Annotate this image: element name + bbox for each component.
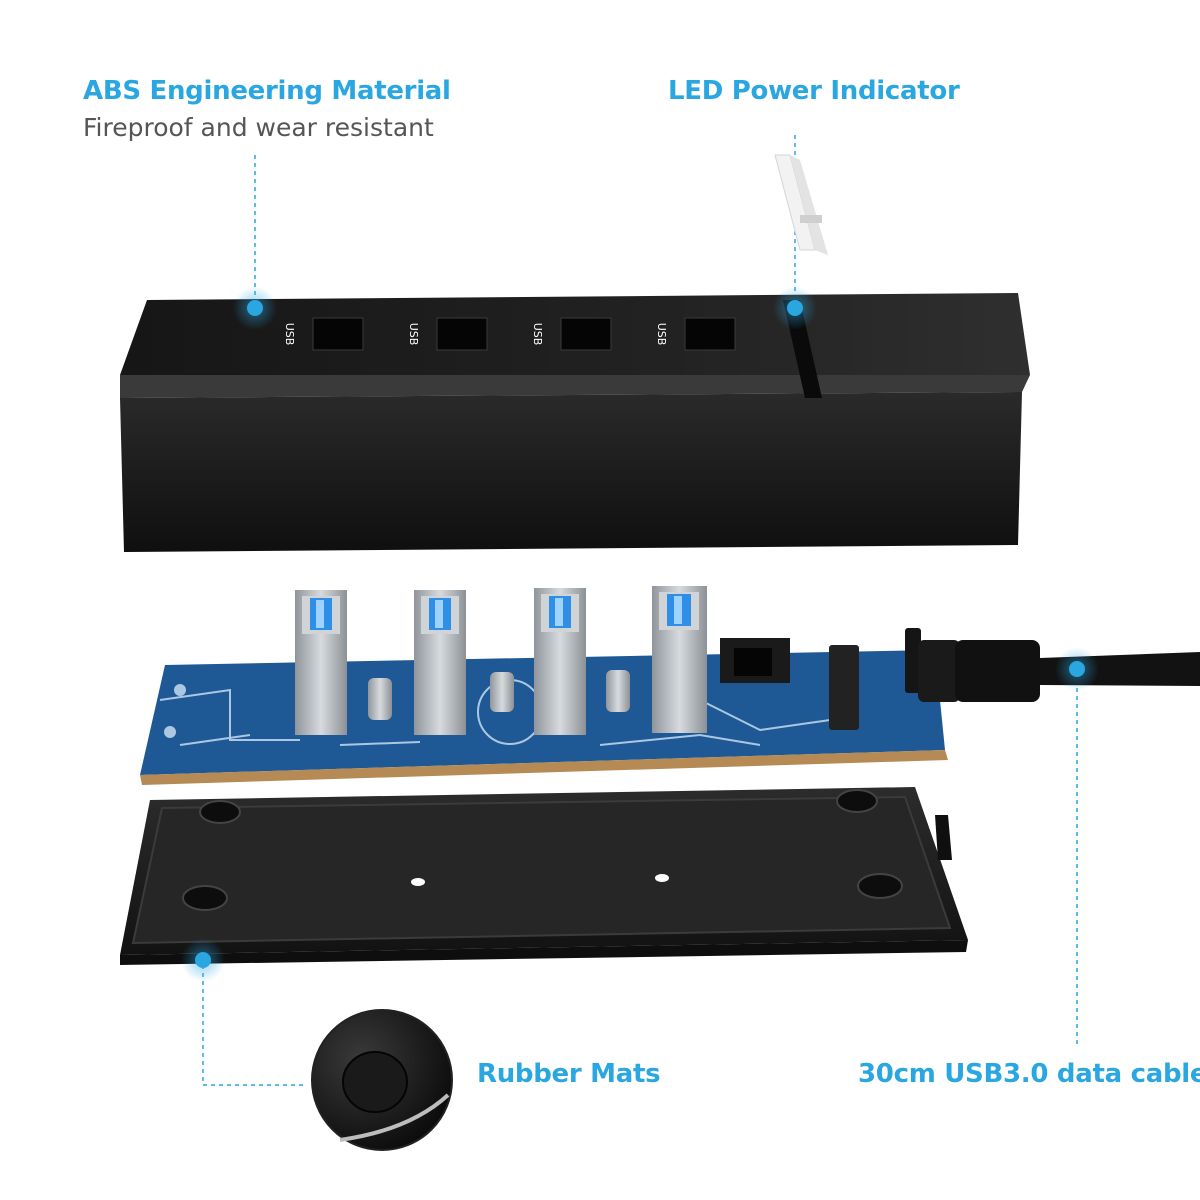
led-light-pipe (774, 154, 828, 255)
usb-port-openings (312, 317, 736, 351)
capacitors (368, 670, 630, 720)
usb-port-labels: USB USB USB USB (283, 323, 668, 346)
callout-rubber-title: Rubber Mats (477, 1059, 661, 1089)
svg-text:USB: USB (655, 323, 668, 346)
usb-cable (905, 628, 1200, 702)
svg-text:USB: USB (283, 323, 296, 346)
callout-abs-subtitle: Fireproof and wear resistant (83, 113, 434, 142)
base-plate (120, 787, 968, 965)
callout-cable-title: 30cm USB3.0 data cable (858, 1059, 1200, 1089)
usb-sockets (295, 586, 707, 735)
svg-text:USB: USB (407, 323, 420, 346)
callout-dots (181, 286, 1099, 982)
rubber-mat-detail (311, 1009, 453, 1151)
svg-text:USB: USB (531, 323, 544, 346)
callout-led-title: LED Power Indicator (668, 76, 960, 106)
callout-abs-title: ABS Engineering Material (83, 76, 451, 106)
